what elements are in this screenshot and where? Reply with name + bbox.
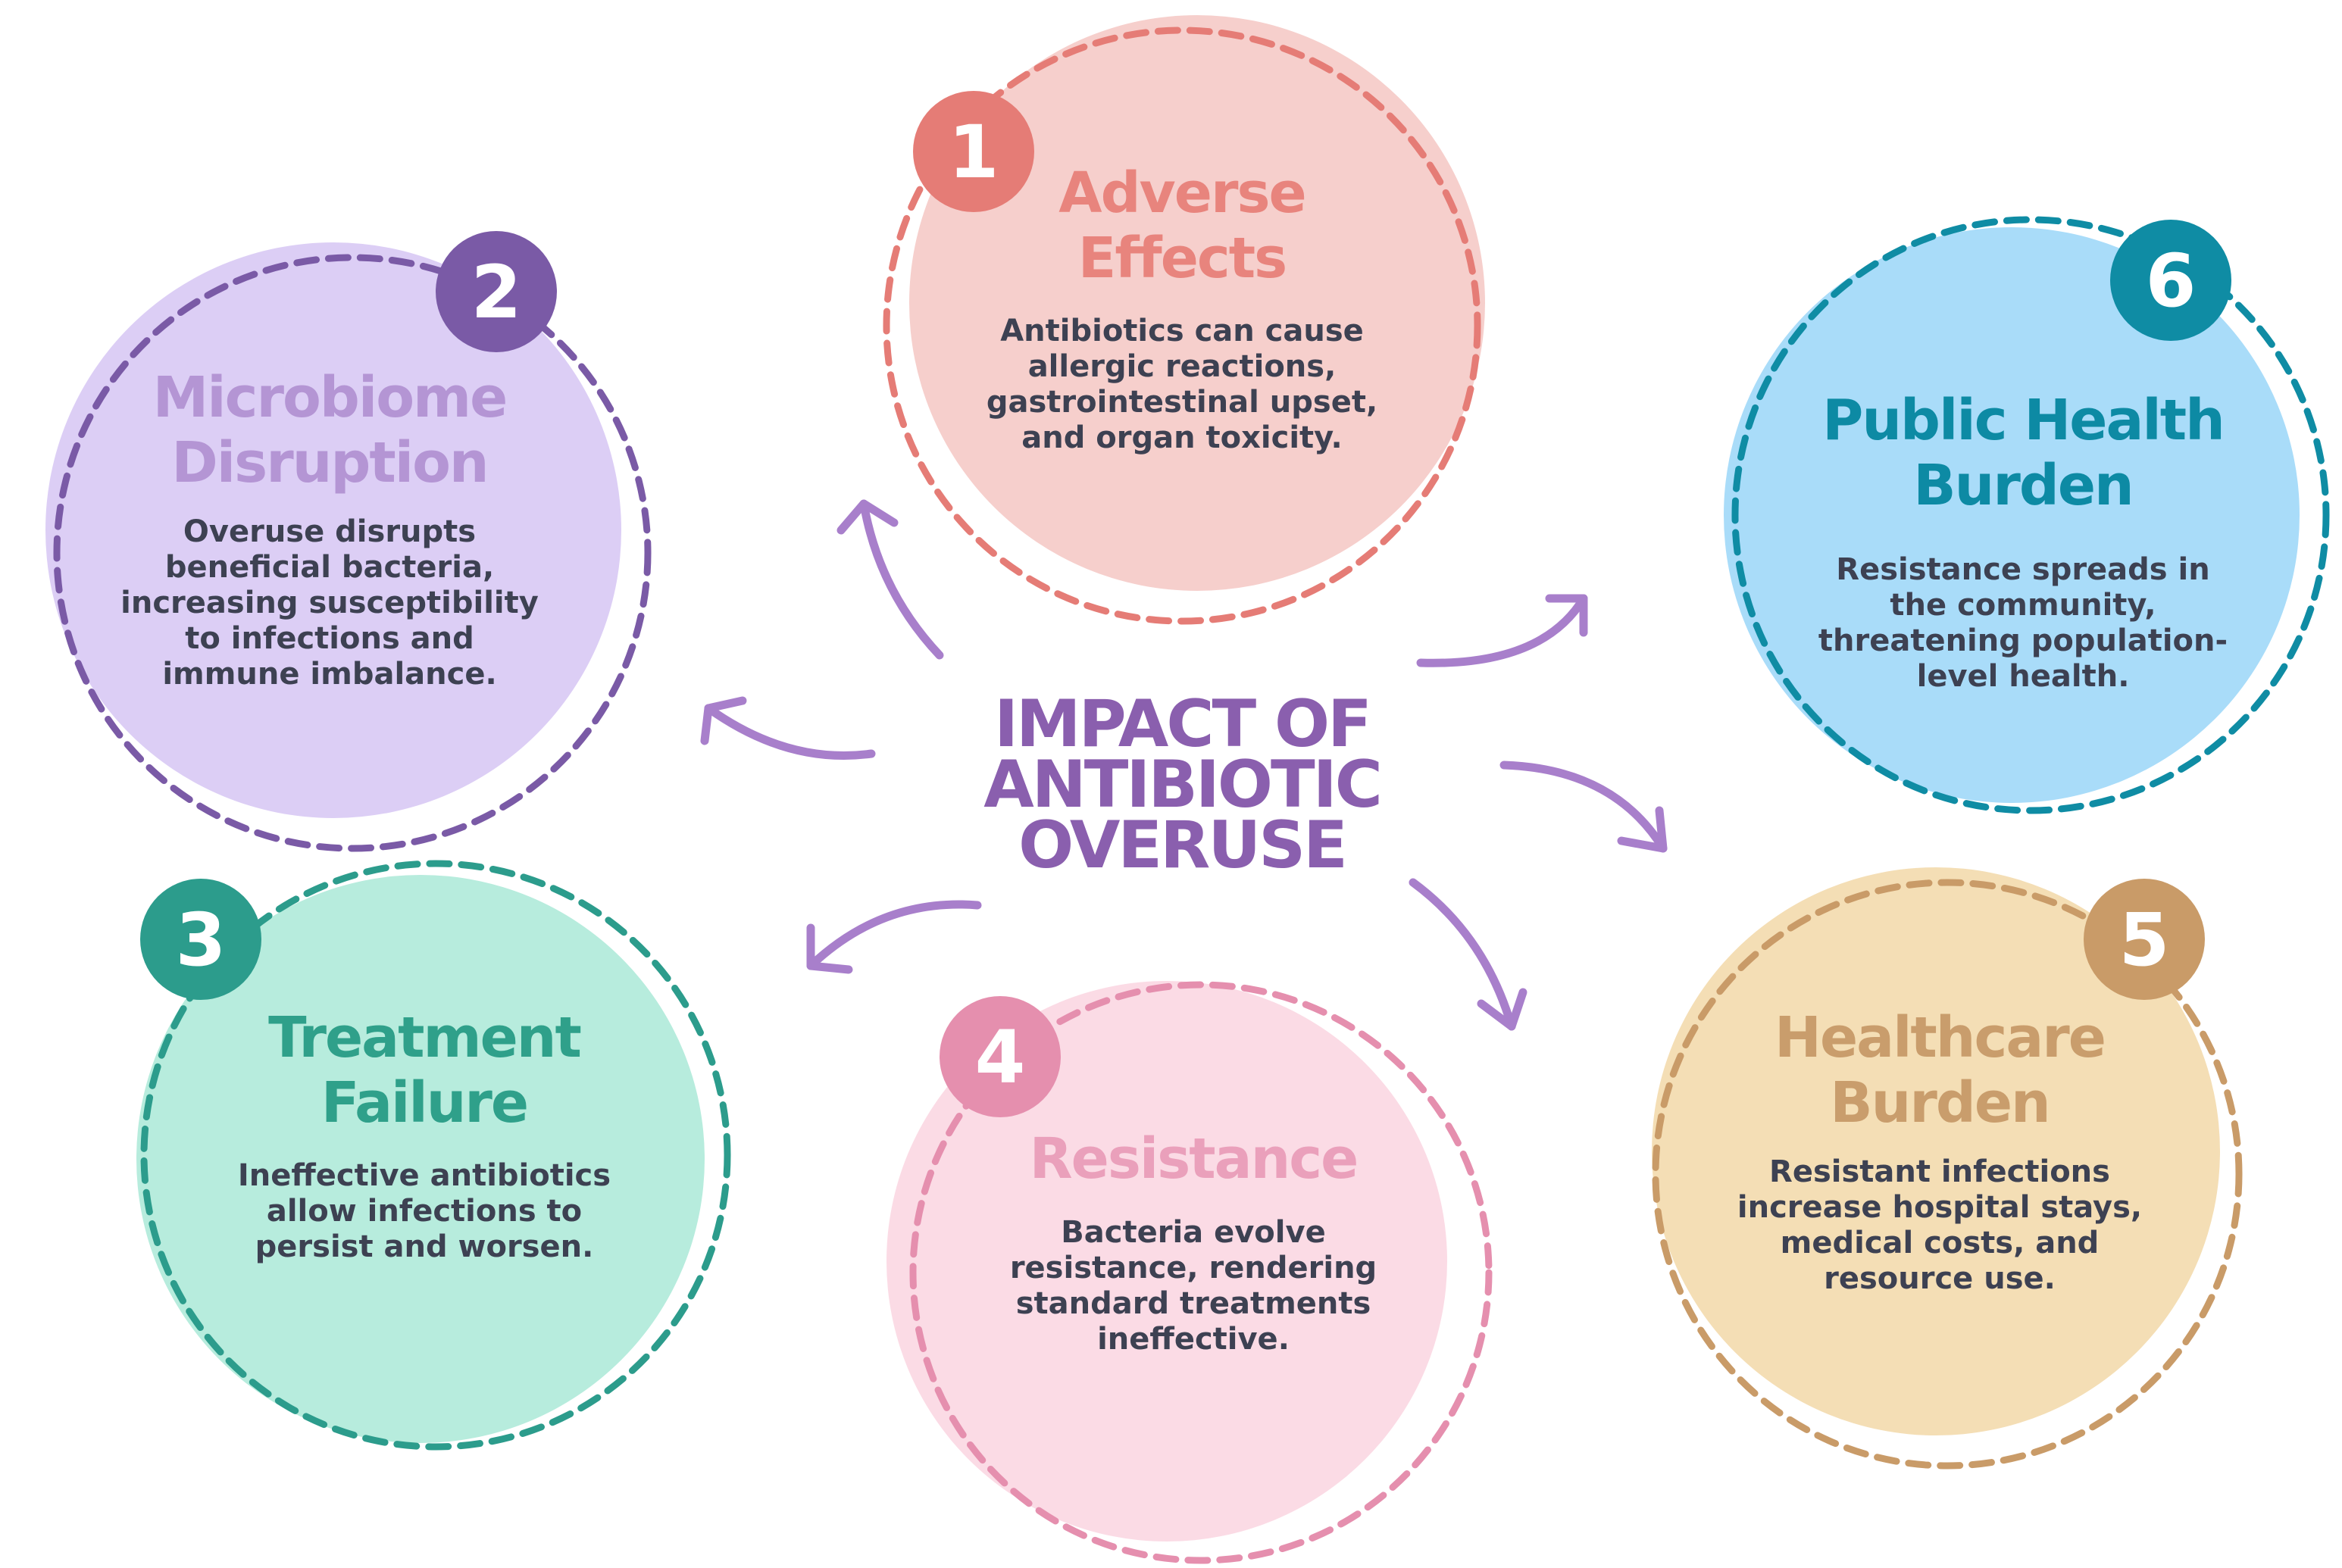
number-badge-label: 4 xyxy=(975,1015,1026,1100)
center-title-line-1: IMPACT OF xyxy=(994,686,1370,762)
node-body-line: beneficial bacteria, xyxy=(165,550,494,585)
node-body-line: increasing susceptibility xyxy=(120,586,539,620)
number-badge-circle xyxy=(2110,220,2231,341)
arrow-to-healthcare-burden xyxy=(1499,761,1668,853)
center-title-line-2: ANTIBIOTIC xyxy=(983,747,1380,823)
node-dashed-outline xyxy=(883,27,1481,625)
node-title-line: Effects xyxy=(1078,226,1286,291)
node-body-line: Overuse disrupts xyxy=(183,514,476,549)
node-title-line: Healthcare xyxy=(1774,1005,2105,1070)
node-body-line: to infections and xyxy=(185,621,474,656)
node-body-line: allow infections to xyxy=(267,1194,582,1229)
node-dashed-outline xyxy=(53,254,652,852)
number-badge: 6 xyxy=(2110,220,2231,341)
node-body-line: and organ toxicity. xyxy=(1021,420,1343,455)
node-title-line: Resistance xyxy=(1030,1126,1358,1192)
node-circle xyxy=(136,875,705,1443)
node-title-line: Public Health xyxy=(1822,388,2224,453)
number-badge-label: 2 xyxy=(471,250,522,335)
number-badge-circle xyxy=(913,91,1034,212)
node-body-line: the community, xyxy=(1890,588,2156,623)
arrow-to-microbiome-disruption xyxy=(700,696,876,760)
number-badge: 1 xyxy=(913,91,1034,212)
node-title-line: Disruption xyxy=(171,430,487,495)
number-badge: 4 xyxy=(940,996,1061,1117)
node-title-line: Burden xyxy=(1913,453,2132,518)
number-badge: 5 xyxy=(2084,879,2205,1000)
node-dashed-outline xyxy=(909,981,1493,1564)
node-body-line: level health. xyxy=(1917,659,2130,694)
number-badge-label: 3 xyxy=(176,898,227,982)
node-body-line: immune imbalance. xyxy=(162,657,496,692)
node-body-line: threatening population- xyxy=(1818,623,2228,658)
node-body-line: Antibiotics can cause xyxy=(1000,314,1364,348)
node-dashed-outline xyxy=(140,860,731,1451)
node-body-line: Bacteria evolve xyxy=(1061,1215,1325,1250)
number-badge: 3 xyxy=(140,879,261,1000)
number-badge-circle xyxy=(436,231,557,352)
node-circle xyxy=(909,15,1485,591)
node-body-line: Resistant infections xyxy=(1769,1154,2110,1189)
node-title-line: Treatment xyxy=(268,1005,580,1070)
node-circle xyxy=(886,981,1447,1541)
node-title-line: Adverse xyxy=(1058,161,1305,226)
center-title: IMPACT OF ANTIBIOTIC OVERUSE xyxy=(983,686,1383,883)
node-title-line: Failure xyxy=(321,1070,527,1135)
number-badge-circle xyxy=(140,879,261,1000)
number-badge-circle xyxy=(2084,879,2205,1000)
arrow-to-treatment-failure xyxy=(806,900,982,974)
node-body-line: Ineffective antibiotics xyxy=(238,1158,611,1193)
number-badge-circle xyxy=(940,996,1061,1117)
number-badge-label: 6 xyxy=(2146,239,2197,323)
node-body-line: allergic reactions, xyxy=(1028,349,1337,384)
arrow-group xyxy=(700,499,1668,1031)
node-body-line: standard treatments xyxy=(1016,1286,1371,1321)
node-body-line: resistance, rendering xyxy=(1010,1251,1377,1285)
arrow-to-adverse-effects xyxy=(836,499,944,660)
node-body-line: medical costs, and xyxy=(1781,1226,2100,1260)
node-circle xyxy=(1724,227,2300,803)
node-body-line: persist and worsen. xyxy=(255,1229,594,1264)
node-body-line: increase hospital stays, xyxy=(1737,1190,2142,1225)
node-title-line: Microbiome xyxy=(153,365,507,430)
node-dashed-outline xyxy=(1731,216,2330,814)
node-circle xyxy=(45,242,621,818)
number-badge-label: 1 xyxy=(949,110,999,195)
node-title-line: Burden xyxy=(1830,1070,2049,1135)
node-dashed-outline xyxy=(1652,879,2243,1470)
number-badge-label: 5 xyxy=(2119,898,2170,982)
arrow-to-public-health-burden xyxy=(1416,594,1588,667)
number-badge: 2 xyxy=(436,231,557,352)
node-circle xyxy=(1652,867,2220,1435)
node-body-line: Resistance spreads in xyxy=(1836,552,2209,587)
node-body-line: resource use. xyxy=(1824,1261,2056,1296)
node-body-line: gastrointestinal upset, xyxy=(987,385,1377,420)
center-title-line-3: OVERUSE xyxy=(1018,807,1346,883)
node-body-line: ineffective. xyxy=(1097,1322,1290,1357)
arrow-to-resistance xyxy=(1409,878,1527,1031)
